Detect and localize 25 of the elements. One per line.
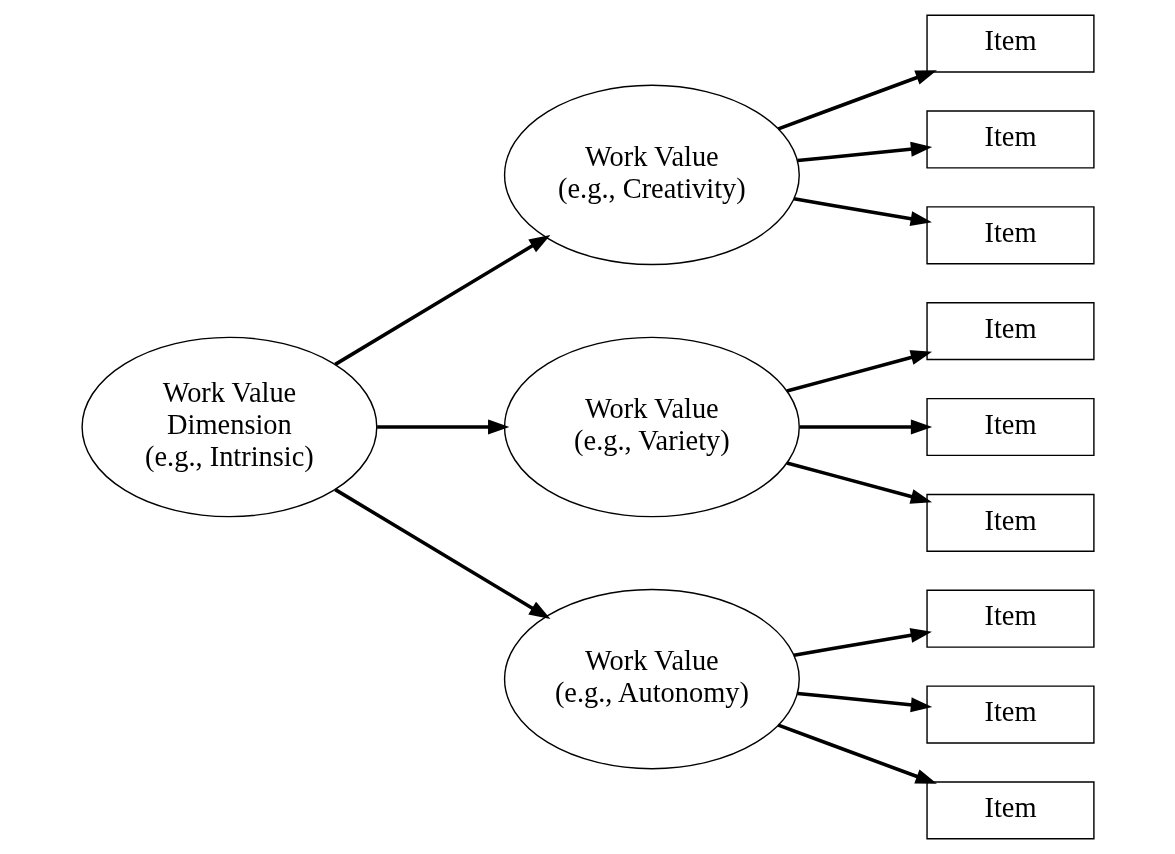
arrow	[785, 350, 932, 393]
arrow	[796, 141, 932, 163]
node-ellipse: Work Value (e.g., Variety)	[503, 336, 800, 518]
node-box: Item	[925, 589, 1095, 648]
node-box: Item	[925, 302, 1095, 361]
arrow	[793, 627, 932, 657]
arrow	[777, 70, 937, 131]
arrow	[785, 461, 932, 504]
node-box: Item	[925, 206, 1095, 265]
node-box: Item	[925, 110, 1095, 169]
arrow	[777, 723, 937, 784]
arrow	[376, 419, 509, 435]
node-box: Item	[925, 14, 1095, 73]
arrow	[333, 488, 550, 620]
node-ellipse: Work Value Dimension (e.g., Intrinsic)	[80, 336, 377, 518]
arrow	[333, 234, 550, 366]
arrow	[793, 197, 932, 227]
node-box: Item	[925, 397, 1095, 457]
node-box: Item	[925, 685, 1095, 744]
node-box: Item	[925, 493, 1095, 552]
node-ellipse: Work Value (e.g., Autonomy)	[503, 588, 800, 770]
arrow	[796, 691, 932, 713]
node-box: Item	[925, 781, 1095, 840]
arrow	[799, 419, 932, 435]
node-ellipse: Work Value (e.g., Creativity)	[503, 84, 800, 266]
